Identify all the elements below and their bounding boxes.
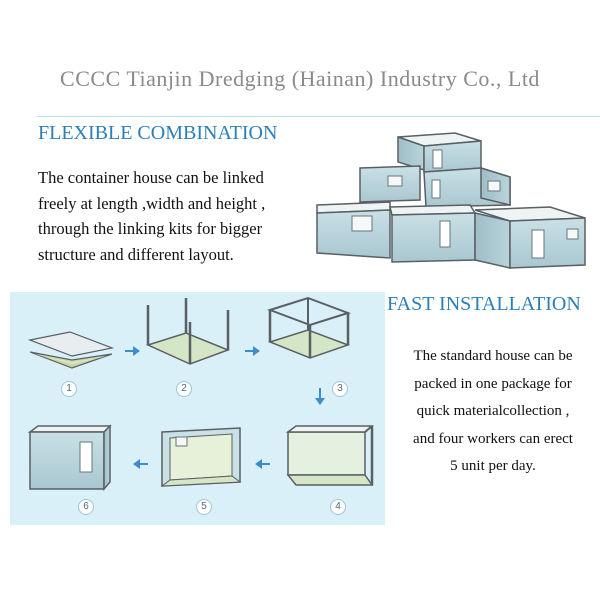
step-number-6: 6 <box>78 499 94 515</box>
step-1-flat-pack <box>27 331 115 369</box>
container-middle-right <box>423 166 511 208</box>
step-2-corner-posts <box>145 298 231 365</box>
fast-text-line: The standard house can be <box>413 348 573 364</box>
fast-installation-heading: FAST INSTALLATION <box>387 293 581 315</box>
step-4-frame-complete <box>285 425 375 486</box>
step-number-1: 1 <box>61 381 77 397</box>
container-bottom-right <box>474 206 586 269</box>
flexible-combination-heading: FLEXIBLE COMBINATION <box>38 122 278 144</box>
step-number-4: 4 <box>330 499 346 515</box>
step-number-5: 5 <box>196 499 212 515</box>
flexible-text-line: structure and different layout. <box>38 244 234 264</box>
container-bottom-left <box>316 201 391 259</box>
fast-text-line: packed in one package for <box>414 375 572 392</box>
flexible-combination-text: The container house can be linked freely… <box>38 165 338 267</box>
fast-text-line: quick materialcollection , <box>416 403 570 419</box>
arrow-down-icon <box>315 388 325 405</box>
arrow-left-icon <box>255 459 270 469</box>
flexible-text-line: The container house can be linked <box>38 168 264 187</box>
fast-text-line: 5 unit per day. <box>450 458 536 474</box>
arrow-right-icon <box>245 346 260 356</box>
step-number-2: 2 <box>176 381 192 397</box>
step-6-finished-unit <box>27 424 112 492</box>
step-5-wall-panels <box>160 427 242 487</box>
header-divider <box>37 116 600 117</box>
flexible-text-line: freely at length ,width and height , <box>38 193 266 213</box>
company-name: CCCC Tianjin Dredging (Hainan) Industry … <box>60 66 540 91</box>
arrow-right-icon <box>125 346 140 356</box>
fast-installation-text: The standard house can be packed in one … <box>393 343 593 481</box>
container-top <box>397 132 482 173</box>
flexible-text-line: through the linking kits for bigger <box>38 219 263 238</box>
step-3-roof-frame <box>266 296 352 359</box>
arrow-left-icon <box>133 459 148 469</box>
container-middle-left <box>359 165 421 203</box>
step-number-3: 3 <box>332 381 348 397</box>
fast-text-line: and four workers can erect <box>413 430 573 447</box>
